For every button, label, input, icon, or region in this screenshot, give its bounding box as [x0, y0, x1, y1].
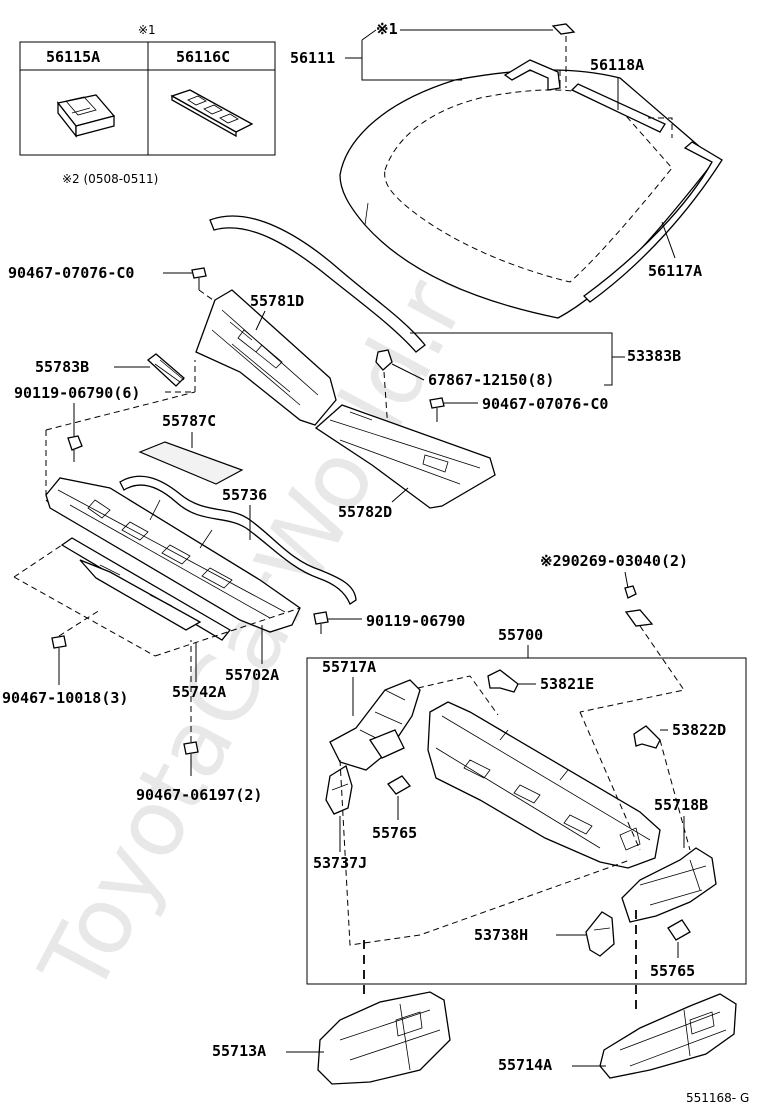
label-53383B: 53383B: [627, 347, 681, 365]
bracket-53738H: [585, 911, 615, 957]
cowl-lower-panel-55742A: [60, 537, 231, 641]
label-53821E: 53821E: [540, 675, 594, 693]
bracket-55765-right: [667, 919, 691, 941]
clip-56115A-illustration: [56, 94, 116, 138]
clip-56116C: [551, 23, 576, 35]
cowl-side-panel-55713A: [317, 991, 451, 1085]
bolt-90119-06790-single: [313, 611, 329, 634]
label-90467-06197-2: 90467-06197(2): [136, 786, 262, 804]
label-55783B: 55783B: [35, 358, 89, 376]
figure-code: 551168- G: [686, 1091, 749, 1105]
label-90119-06790: 90119-06790: [366, 612, 465, 630]
cowl-panel-55700: [427, 701, 661, 869]
seal-55736: [119, 475, 357, 605]
label-55781D: 55781D: [250, 292, 304, 310]
inset-header-56116C: 56116C: [176, 48, 230, 66]
bolt-90467-07076-top: [191, 267, 214, 301]
label-53737J: 53737J: [313, 854, 367, 872]
inset-mark: ※1: [138, 23, 156, 37]
label-90119-06790-6: 90119-06790(6): [14, 384, 140, 402]
bracket-53737J: [325, 764, 353, 815]
label-55765-left: 55765: [372, 824, 417, 842]
clip-67867: [375, 349, 393, 371]
inset-footnote: ※2 (0508-0511): [62, 172, 158, 186]
label-67867-12150: 67867-12150(8): [428, 371, 554, 389]
inset-table: ※1 56115A 56116C ※2 (0508-0511): [19, 23, 276, 186]
bracket-53821E: [487, 669, 519, 693]
cowl-side-panel-55714A: [599, 993, 737, 1079]
label-55702A: 55702A: [225, 666, 279, 684]
windshield-glass-56111: [339, 69, 716, 319]
label-55718B: 55718B: [654, 796, 708, 814]
label-55717A: 55717A: [322, 658, 376, 676]
bracket-53822D: [633, 725, 661, 749]
label-55787C: 55787C: [162, 412, 216, 430]
label-55742A: 55742A: [172, 683, 226, 701]
label-90467-07076-C0-top: 90467-07076-C0: [8, 264, 134, 282]
cowl-louver-55782D: [314, 404, 496, 509]
label-90467-10018-3: 90467-10018(3): [2, 689, 128, 707]
bracket-55717A: [329, 679, 421, 771]
assembly-box-55700: [306, 657, 747, 985]
bracket-55765-left: [387, 775, 411, 795]
cowl-louver-55781D: [195, 289, 337, 426]
bracket-55718B: [621, 847, 717, 923]
label-55714A: 55714A: [498, 1056, 552, 1074]
bolt-290269-03040: [624, 585, 654, 627]
label-mark1: ※1: [376, 20, 398, 38]
cowl-inner-panel-55702A: [45, 477, 301, 633]
label-53738H: 53738H: [474, 926, 528, 944]
bolt-90467-10018: [51, 635, 67, 652]
label-53822D: 53822D: [672, 721, 726, 739]
label-55700: 55700: [498, 626, 543, 644]
bolt-90467-06197: [183, 741, 199, 776]
label-290269-03040-2: ※290269-03040(2): [540, 552, 688, 570]
label-90467-07076-C0-mid: 90467-07076-C0: [482, 395, 608, 413]
clip-56116C-illustration: [170, 89, 254, 138]
pad-55787C: [138, 441, 244, 485]
label-56111: 56111: [290, 49, 335, 67]
moulding-56117A: [583, 141, 723, 303]
label-55765-right: 55765: [650, 962, 695, 980]
cowl-seal-53383B: [209, 215, 426, 353]
inset-header-56115A: 56115A: [46, 48, 100, 66]
label-55782D: 55782D: [338, 503, 392, 521]
bolt-90467-07076-mid: [429, 397, 445, 422]
bolt-90119-06790: [67, 435, 83, 462]
label-55713A: 55713A: [212, 1042, 266, 1060]
label-56118A: 56118A: [590, 56, 644, 74]
label-55736: 55736: [222, 486, 267, 504]
label-56117A: 56117A: [648, 262, 702, 280]
